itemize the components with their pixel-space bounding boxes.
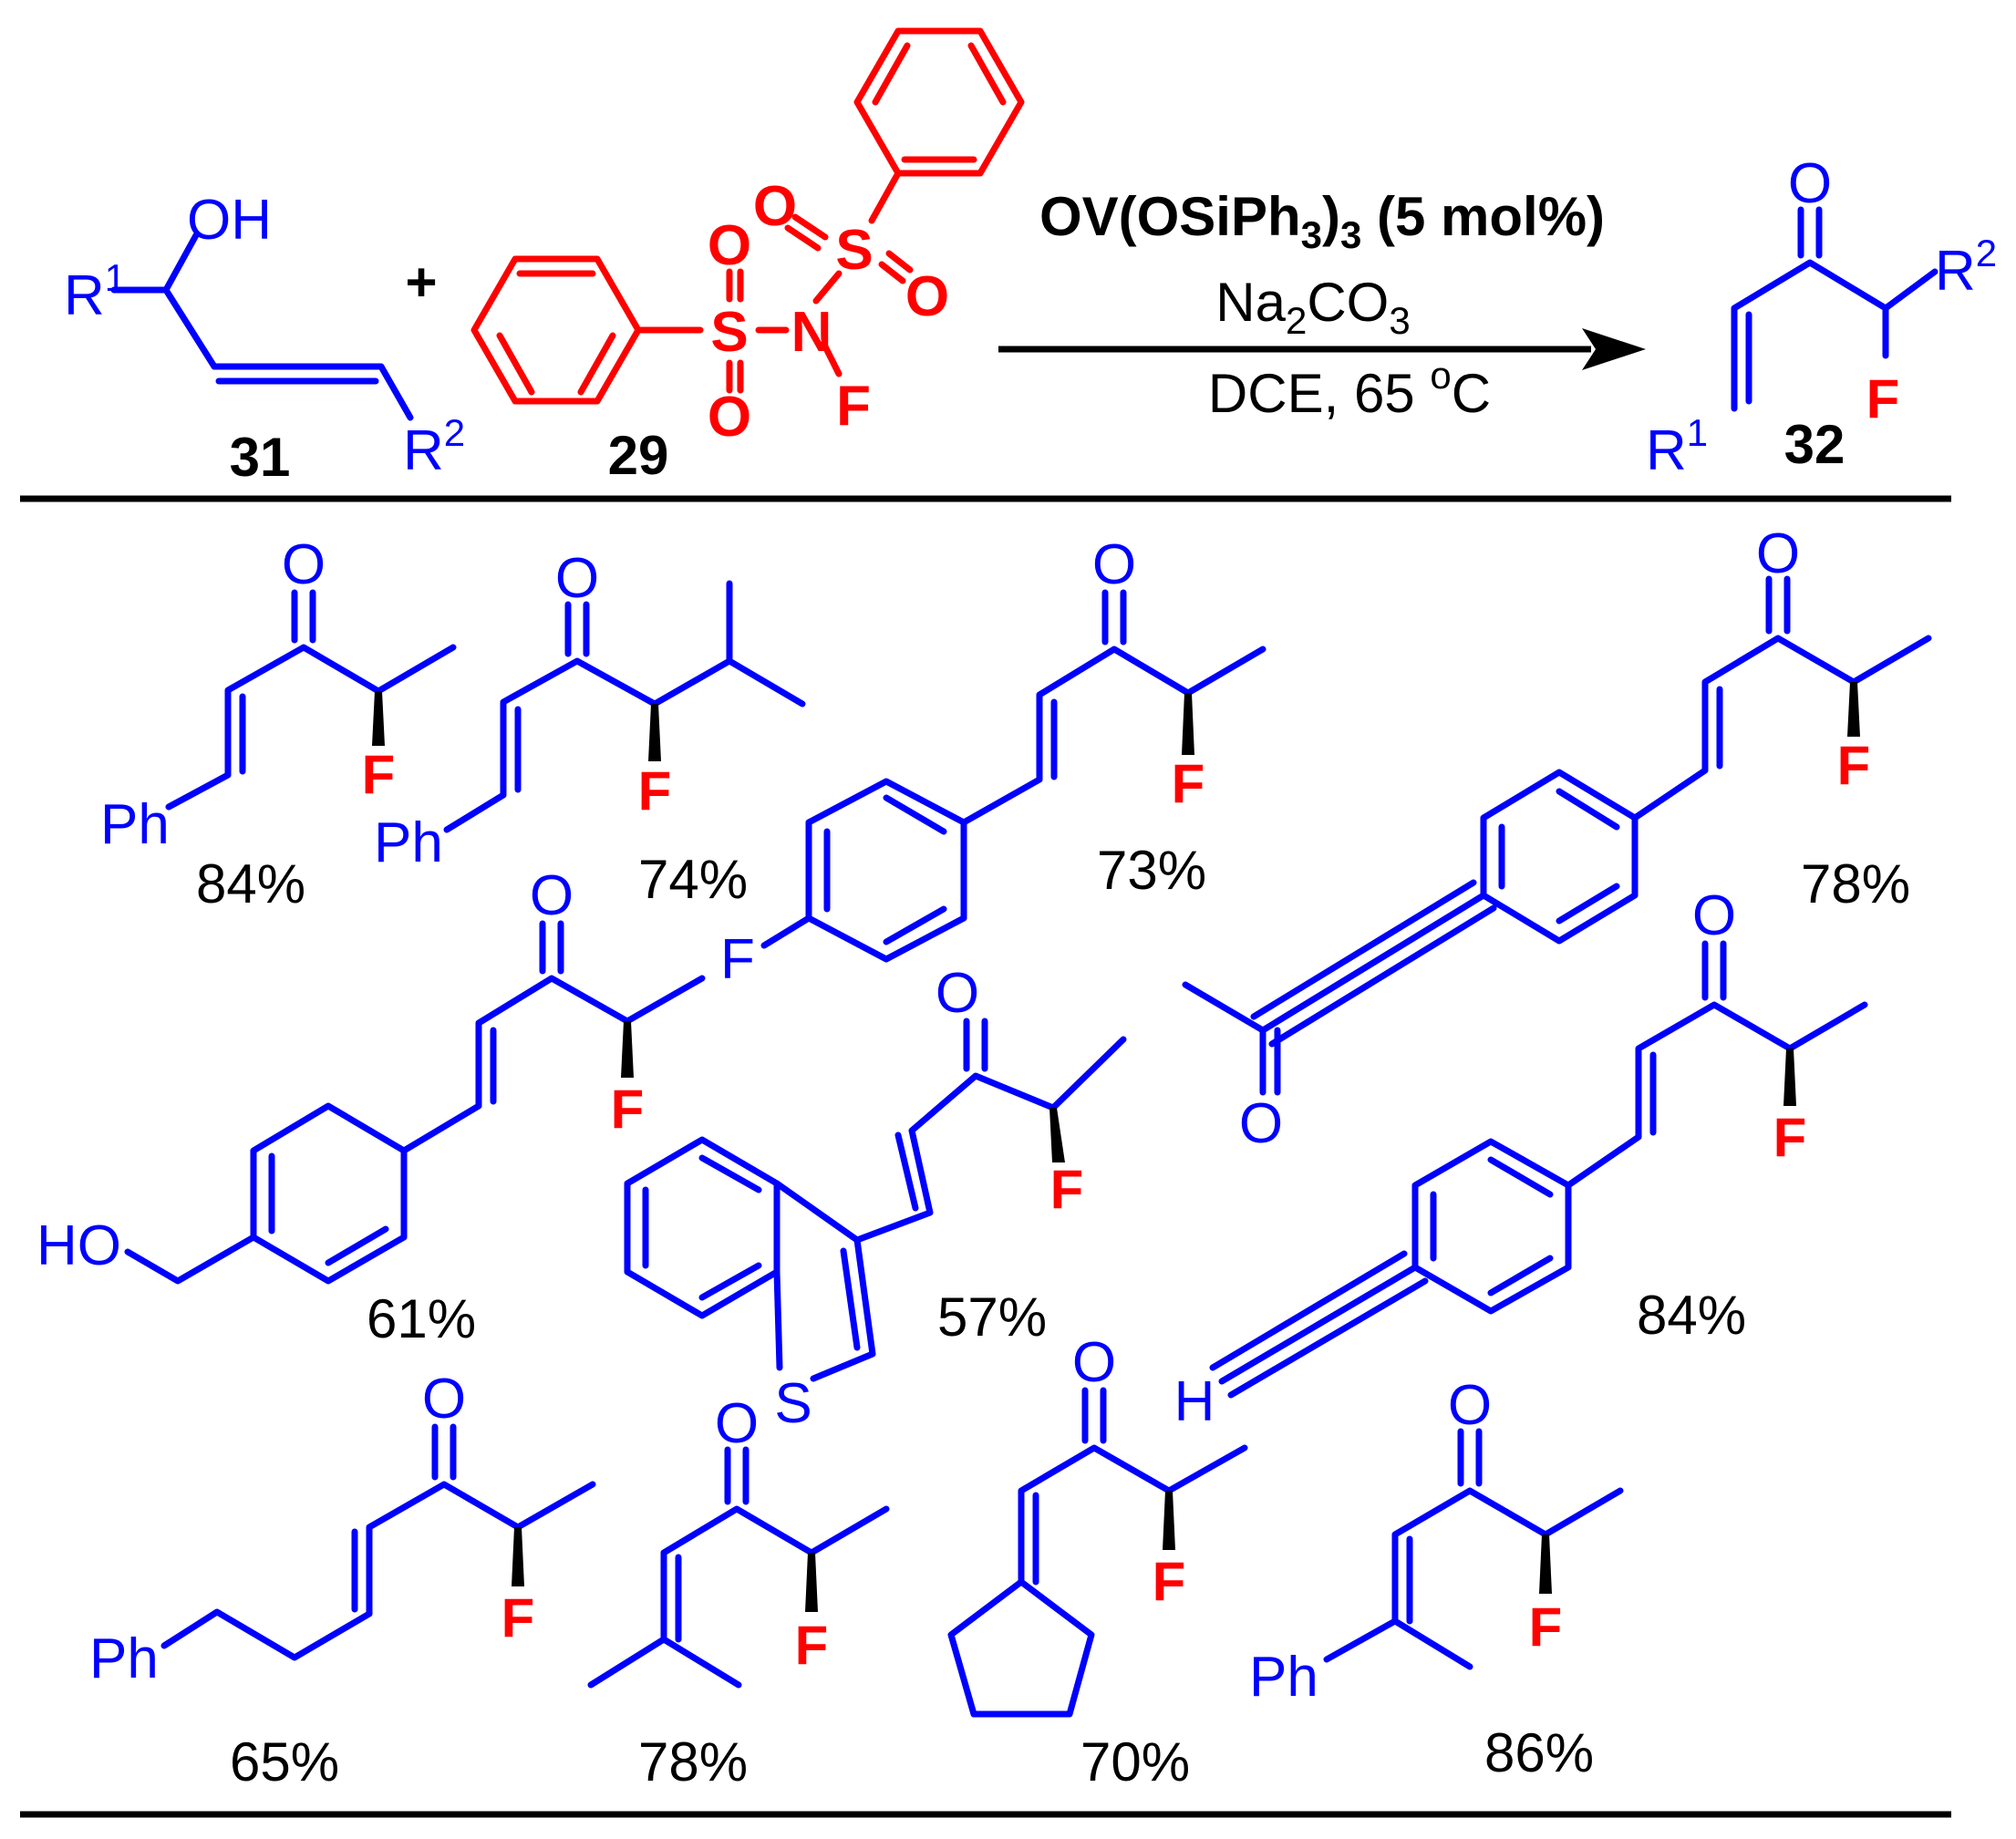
- p3-oxygen: O: [1092, 533, 1136, 596]
- p6-fluorine: F: [1050, 1159, 1084, 1220]
- oxygen-top-left: O: [753, 175, 797, 238]
- p10-yield: 70%: [1080, 1731, 1190, 1793]
- p3-fluoro-group: F: [720, 928, 755, 991]
- p6-sulfur: S: [774, 1372, 812, 1435]
- p8-oxygen: O: [422, 1368, 466, 1431]
- p11-yield: 86%: [1484, 1722, 1594, 1783]
- base-text: Na2CO3: [1215, 272, 1410, 342]
- p8-fluorine: F: [501, 1587, 535, 1648]
- fluorine-nf: F: [836, 375, 871, 438]
- reagent-29-nfsi: S O O N F S O O 29: [470, 27, 1025, 486]
- p2-fluorine: F: [638, 760, 672, 821]
- r1-label: R1: [64, 256, 126, 327]
- p5-hydroxyl: HO: [36, 1214, 121, 1277]
- p4-yield: 78%: [1801, 853, 1910, 914]
- product-fluorine: F: [1866, 368, 1900, 429]
- plus-sign: +: [405, 252, 437, 313]
- p10-fluorine: F: [1153, 1551, 1186, 1612]
- substrate-31: R1 OH R2 31: [64, 189, 465, 488]
- r2-label: R2: [403, 411, 465, 482]
- reagent-label: 29: [608, 425, 669, 486]
- oxygen-left-bottom: O: [708, 386, 751, 449]
- p11-fluorine: F: [1529, 1596, 1563, 1658]
- p1-phenyl: Ph: [100, 793, 170, 856]
- p2-oxygen: O: [555, 547, 599, 610]
- product-p1: O F Ph 84%: [100, 533, 457, 914]
- product-p3: O F F 73%: [720, 533, 1266, 991]
- product-p4: O F O 78%: [1182, 522, 1932, 1155]
- p5-yield: 61%: [367, 1288, 476, 1349]
- p4-fluorine: F: [1837, 735, 1871, 796]
- p7-oxygen: O: [1692, 884, 1736, 947]
- p1-oxygen: O: [282, 533, 326, 596]
- p1-fluorine: F: [362, 744, 396, 805]
- p5-oxygen: O: [530, 864, 574, 927]
- product-r2: R2: [1935, 232, 1997, 303]
- p1-yield: 84%: [196, 853, 305, 914]
- reaction-arrow: OV(OSiPh3)3 (5 mol%) Na2CO3 DCE, 65 oC: [998, 186, 1646, 424]
- product-label: 32: [1784, 414, 1845, 475]
- p6-oxygen: O: [936, 962, 979, 1025]
- product-p11: O F Ph 86%: [1249, 1374, 1624, 1783]
- p2-yield: 74%: [638, 849, 748, 910]
- p4-oxygen: O: [1756, 522, 1800, 585]
- p7-yield: 84%: [1637, 1285, 1746, 1346]
- product-p10: O F 70%: [947, 1331, 1248, 1793]
- product-p6: O F S 57%: [624, 962, 1127, 1435]
- p9-yield: 78%: [638, 1731, 748, 1793]
- p7-terminal-h: H: [1174, 1370, 1215, 1433]
- product-p9: O F 78%: [587, 1392, 890, 1793]
- p8-phenyl: Ph: [89, 1627, 159, 1690]
- p8-yield: 65%: [230, 1731, 339, 1793]
- oxygen-left-top: O: [708, 214, 751, 277]
- catalyst-text: OV(OSiPh3)3 (5 mol%): [1039, 186, 1605, 256]
- p3-yield: 73%: [1097, 840, 1206, 901]
- p9-oxygen: O: [715, 1392, 759, 1455]
- product-p5: O F HO 61%: [36, 864, 706, 1349]
- p9-fluorine: F: [795, 1615, 829, 1676]
- substrate-label: 31: [230, 427, 291, 488]
- oh-label: OH: [187, 189, 272, 252]
- p3-fluorine: F: [1172, 753, 1205, 814]
- sulfur-top: S: [835, 219, 873, 282]
- product-32: O F R1 R2 32: [1646, 152, 1997, 482]
- p10-oxygen: O: [1072, 1331, 1116, 1394]
- p2-phenyl: Ph: [374, 811, 443, 874]
- solvent-temp-text: DCE, 65 oC: [1208, 354, 1491, 424]
- p11-phenyl: Ph: [1249, 1646, 1318, 1709]
- p5-fluorine: F: [611, 1079, 645, 1140]
- p11-oxygen: O: [1448, 1374, 1492, 1437]
- product-p2: O F Ph 74%: [374, 547, 806, 910]
- sulfur-left: S: [710, 301, 748, 364]
- p6-yield: 57%: [937, 1286, 1047, 1348]
- product-p7: O F H 84%: [1174, 884, 1868, 1433]
- nitrogen: N: [791, 301, 832, 364]
- oxygen-top-right: O: [905, 265, 949, 328]
- p7-fluorine: F: [1773, 1107, 1807, 1168]
- product-r1: R1: [1646, 411, 1708, 482]
- product-oxygen: O: [1788, 152, 1832, 215]
- product-p8: O F Ph 65%: [89, 1368, 596, 1793]
- p4-ketone-oxygen: O: [1239, 1092, 1283, 1155]
